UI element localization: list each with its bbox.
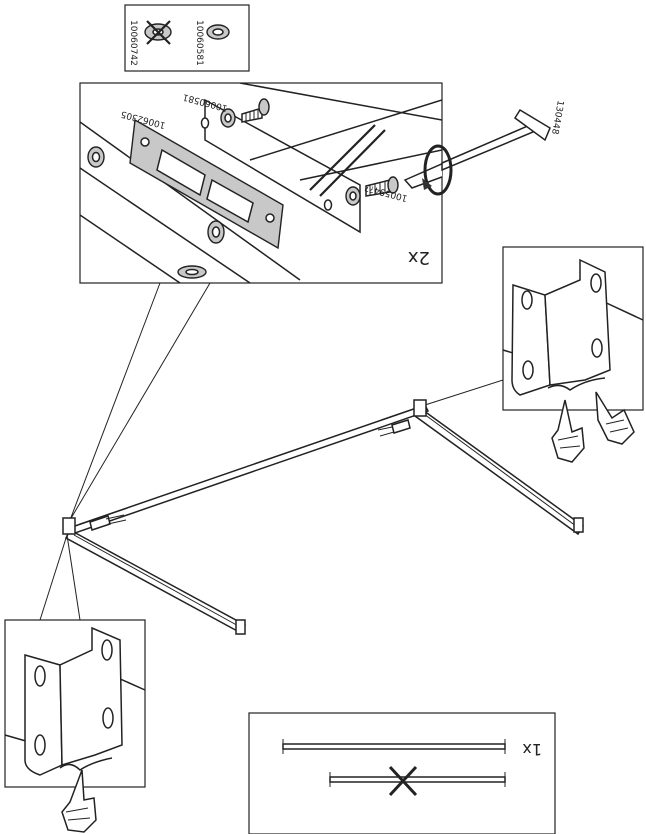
allen-key-code: 130448 — [549, 99, 565, 135]
rail-check-box: 1x — [248, 712, 556, 834]
callout-line — [69, 282, 211, 521]
allen-key-icon — [403, 163, 442, 189]
callout-line — [39, 534, 81, 621]
cross-out-icon — [388, 765, 418, 797]
callout-line — [424, 379, 504, 406]
washer-icon — [207, 220, 225, 244]
quantity-label: 2x — [408, 247, 430, 268]
washer-icon — [206, 24, 230, 40]
hand-pointing-icon — [595, 391, 635, 445]
short-rail-icon — [329, 772, 506, 787]
correct-washer-code: 10060581 — [194, 20, 204, 66]
washer-icon — [177, 265, 207, 279]
right-bracket-box — [502, 246, 644, 411]
allen-key-tool: 130448 — [441, 99, 565, 172]
check-quantity-label: 1x — [522, 740, 542, 759]
wrong-washer-code: 10060742 — [128, 20, 138, 66]
bracket-icon — [62, 517, 76, 535]
bed-frame-assembly — [62, 399, 585, 635]
bracket-icon — [511, 283, 551, 396]
left-bracket-box — [4, 619, 146, 788]
screw-icon — [365, 176, 399, 197]
detail-box: 10062305 10060581 100594?? 2x — [79, 82, 443, 284]
crossed-washer-icon — [144, 20, 172, 45]
washer-icon — [345, 186, 361, 206]
washer-icon — [87, 146, 105, 168]
parts-reference-box: 10060742 10060581 — [124, 4, 250, 72]
bracket-icon — [413, 399, 427, 417]
hand-pointing-icon — [551, 399, 585, 463]
washer-icon — [220, 108, 236, 128]
rotate-arrow-icon — [422, 144, 453, 196]
screw-icon — [241, 98, 270, 123]
hand-pointing-icon — [61, 769, 97, 833]
long-rail-icon — [282, 739, 506, 754]
